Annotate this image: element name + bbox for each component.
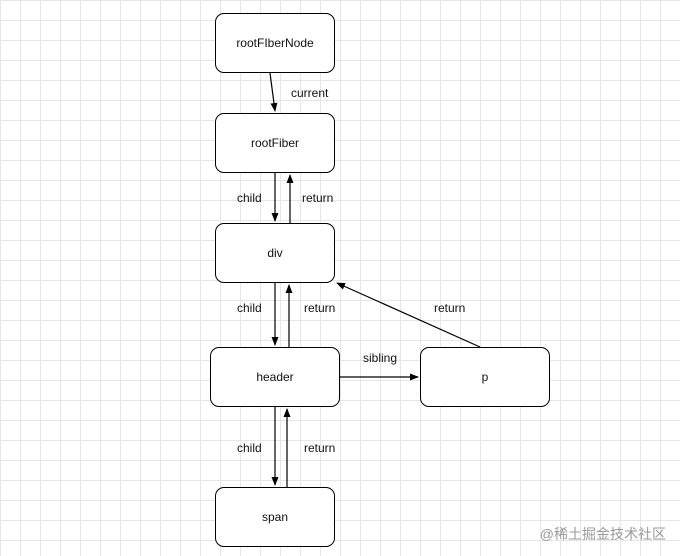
node-p: p [420, 347, 550, 407]
edge-label-return: return [304, 441, 336, 455]
node-header: header [210, 347, 340, 407]
node-label: span [261, 510, 289, 524]
node-label: rootFiber [250, 136, 300, 150]
edge-return-p-div [336, 282, 481, 348]
edge-label-return: return [304, 301, 336, 315]
node-div: div [215, 223, 335, 283]
node-label: header [256, 370, 294, 384]
edge-label-return: return [302, 191, 334, 205]
node-label: rootFIberNode [236, 36, 314, 50]
edge-label-child: child [237, 301, 262, 315]
watermark: @稀土掘金技术社区 [539, 526, 666, 542]
node-label: div [267, 246, 283, 260]
node-root-fiber-node: rootFIberNode [215, 13, 335, 73]
node-root-fiber: rootFiber [215, 113, 335, 173]
edge-label-current: current [291, 86, 329, 100]
edge-label-child: child [237, 191, 262, 205]
edge-label-return: return [434, 301, 466, 315]
edge-label-child: child [237, 441, 262, 455]
node-span: span [215, 487, 335, 547]
node-label: p [481, 370, 489, 384]
edge-current [269, 72, 278, 112]
edge-label-sibling: sibling [363, 351, 398, 365]
